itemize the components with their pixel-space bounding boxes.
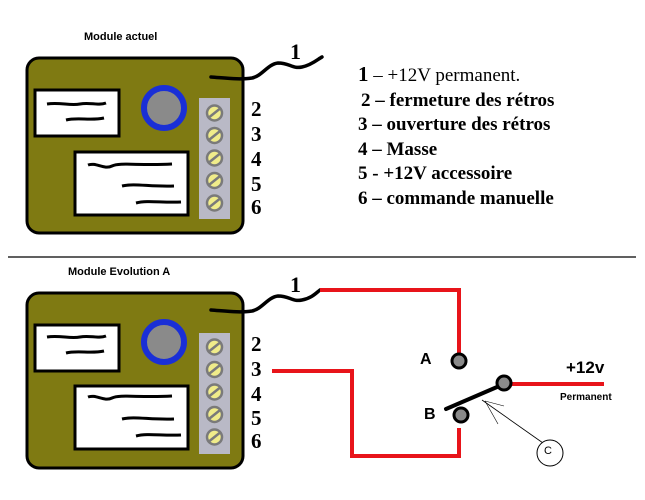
legend-number: 4 xyxy=(358,138,368,160)
terminal-number: 5 xyxy=(251,172,262,196)
callout-label: C xyxy=(544,445,552,457)
legend-number: 6 xyxy=(358,187,368,209)
terminal-number: 2 xyxy=(251,97,262,121)
terminal-number: 2 xyxy=(251,332,262,356)
terminal-number: 3 xyxy=(251,122,262,146)
contact-common xyxy=(495,374,513,392)
legend-text: – Masse xyxy=(372,138,438,160)
scribble xyxy=(135,433,182,438)
screw-slot xyxy=(208,387,221,397)
terminal-number: 4 xyxy=(251,382,262,406)
legend-number: 3 xyxy=(358,114,368,135)
supply-sublabel: Permanent xyxy=(560,392,612,403)
wire-1-to-a xyxy=(320,288,461,354)
screw-slot xyxy=(208,432,221,442)
callout-arrow xyxy=(484,400,499,425)
terminal-number: 5 xyxy=(251,406,262,430)
callout-line xyxy=(481,399,544,444)
legend-row: 6 – commande manuelle xyxy=(358,187,554,212)
legend-row: 5 - +12V accessoire xyxy=(358,162,554,187)
legend-number: 1 xyxy=(358,62,369,86)
label-plate-small xyxy=(33,88,121,138)
red-wires xyxy=(272,288,604,458)
wire-3-to-b xyxy=(272,369,461,458)
scribble xyxy=(87,162,173,169)
wire-1-label: 1 xyxy=(290,272,301,297)
scribble xyxy=(87,394,173,401)
screw-slot xyxy=(208,130,221,141)
screw-slot xyxy=(208,409,221,420)
contact-b xyxy=(452,406,470,424)
screw-slot xyxy=(208,364,221,375)
switch xyxy=(444,352,564,467)
legend-number: 5 xyxy=(358,163,368,184)
supply-label: +12v xyxy=(566,358,605,377)
legend-row: 3 – ouverture des rétros xyxy=(358,113,554,138)
wire-1 xyxy=(209,288,322,314)
legend-row: 2 – fermeture des rétros xyxy=(358,89,554,114)
bottom-module-title: Module Evolution A xyxy=(68,266,171,278)
callout-circle xyxy=(536,439,564,467)
screw-slot xyxy=(208,198,221,208)
legend-number: 2 xyxy=(361,89,371,111)
terminal-number: 6 xyxy=(251,429,262,453)
terminal-number: 6 xyxy=(251,195,262,219)
scribble xyxy=(121,183,175,188)
bottom-module xyxy=(25,288,322,470)
switch-lever xyxy=(444,382,506,411)
screw-slot xyxy=(208,108,221,118)
scribble xyxy=(46,101,107,107)
top-module xyxy=(25,55,324,235)
label-plate-small xyxy=(33,323,121,373)
terminal-number: 4 xyxy=(251,147,262,171)
legend-row: 4 – Masse xyxy=(358,138,554,163)
contact-a xyxy=(450,352,468,370)
top-module-title: Module actuel xyxy=(84,31,158,43)
pin-legend: 1 – +12V permanent. 2 – fermeture des ré… xyxy=(358,62,554,211)
legend-text: – fermeture des rétros xyxy=(375,89,555,111)
scribble xyxy=(65,116,105,122)
callout-arrow xyxy=(484,400,505,407)
label-plate-large xyxy=(73,150,190,217)
knob xyxy=(141,319,187,365)
screw-slot xyxy=(208,342,221,352)
screw-slot xyxy=(208,175,221,186)
terminal-number: 3 xyxy=(251,357,262,381)
scribble xyxy=(121,416,175,421)
wire-1-label: 1 xyxy=(290,39,301,64)
legend-text: – ouverture des rétros xyxy=(372,114,551,135)
screw-slot xyxy=(208,153,221,163)
legend-text: – +12V permanent. xyxy=(373,65,521,86)
scribble xyxy=(46,334,107,340)
legend-row: 1 – +12V permanent. xyxy=(358,62,554,89)
scribble xyxy=(135,200,182,205)
legend-text: – commande manuelle xyxy=(372,187,554,209)
contact-b-label: B xyxy=(424,406,436,423)
wire-1 xyxy=(209,55,324,81)
legend-text: - +12V accessoire xyxy=(372,163,513,184)
scribble xyxy=(65,349,105,355)
contact-a-label: A xyxy=(420,351,432,368)
knob xyxy=(141,85,187,131)
